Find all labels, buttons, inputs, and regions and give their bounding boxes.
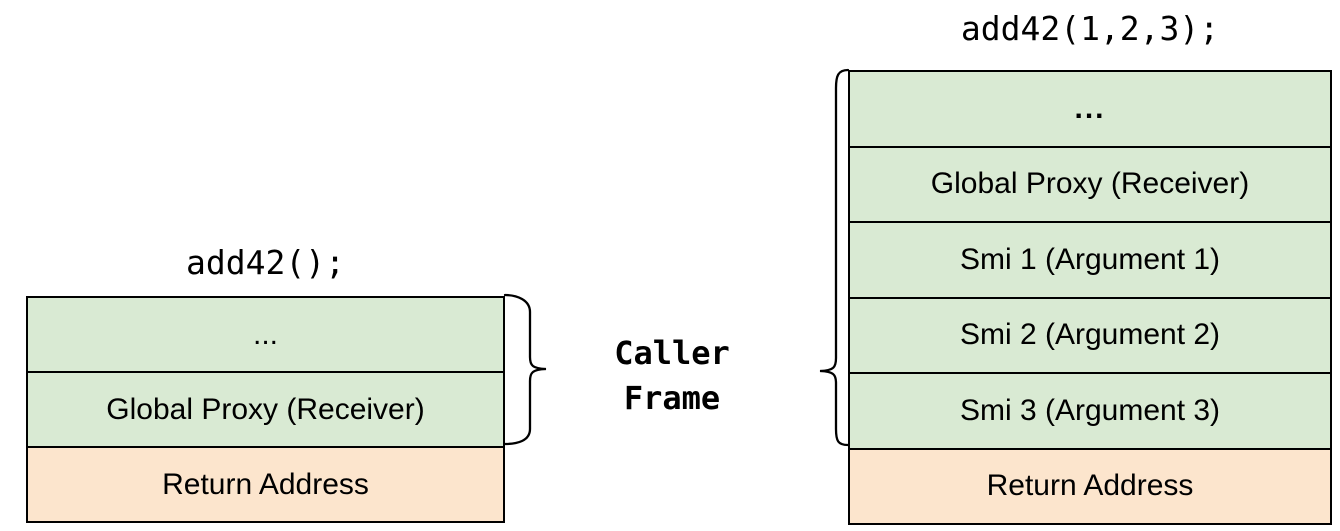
right-slot-ellipsis: ...: [850, 72, 1330, 146]
right-slot-argument-3: Smi 3 (Argument 3): [850, 372, 1330, 448]
caller-frame-label: Caller Frame: [552, 331, 792, 421]
left-slot-return-address: Return Address: [28, 446, 503, 521]
slot-label: ...: [1074, 91, 1106, 125]
left-slot-global-proxy: Global Proxy (Receiver): [28, 371, 503, 446]
slot-label: Smi 2 (Argument 2): [959, 318, 1221, 352]
right-slot-argument-1: Smi 1 (Argument 1): [850, 221, 1330, 297]
right-slot-argument-2: Smi 2 (Argument 2): [850, 296, 1330, 372]
left-stack: ... Global Proxy (Receiver) Return Addre…: [26, 296, 505, 523]
slot-label: Return Address: [986, 469, 1194, 503]
slot-label: Return Address: [162, 467, 369, 501]
slot-label: ...: [252, 317, 278, 351]
left-call-label: add42();: [186, 243, 345, 282]
slot-label: Smi 3 (Argument 3): [959, 393, 1221, 427]
right-caller-frame-brace: [819, 68, 850, 447]
right-call-label: add42(1,2,3);: [960, 9, 1220, 48]
caller-frame-label-line1: Caller: [614, 334, 730, 372]
caller-frame-label-line2: Frame: [623, 379, 721, 417]
right-slot-global-proxy: Global Proxy (Receiver): [850, 145, 1330, 221]
left-caller-frame-brace: [503, 293, 547, 446]
right-slot-return-address: Return Address: [850, 447, 1330, 523]
slot-label: Smi 1 (Argument 1): [959, 242, 1221, 276]
slot-label: Global Proxy (Receiver): [930, 167, 1250, 201]
slot-label: Global Proxy (Receiver): [106, 392, 425, 426]
left-slot-ellipsis: ...: [28, 298, 503, 371]
right-stack: ... Global Proxy (Receiver) Smi 1 (Argum…: [848, 70, 1332, 525]
